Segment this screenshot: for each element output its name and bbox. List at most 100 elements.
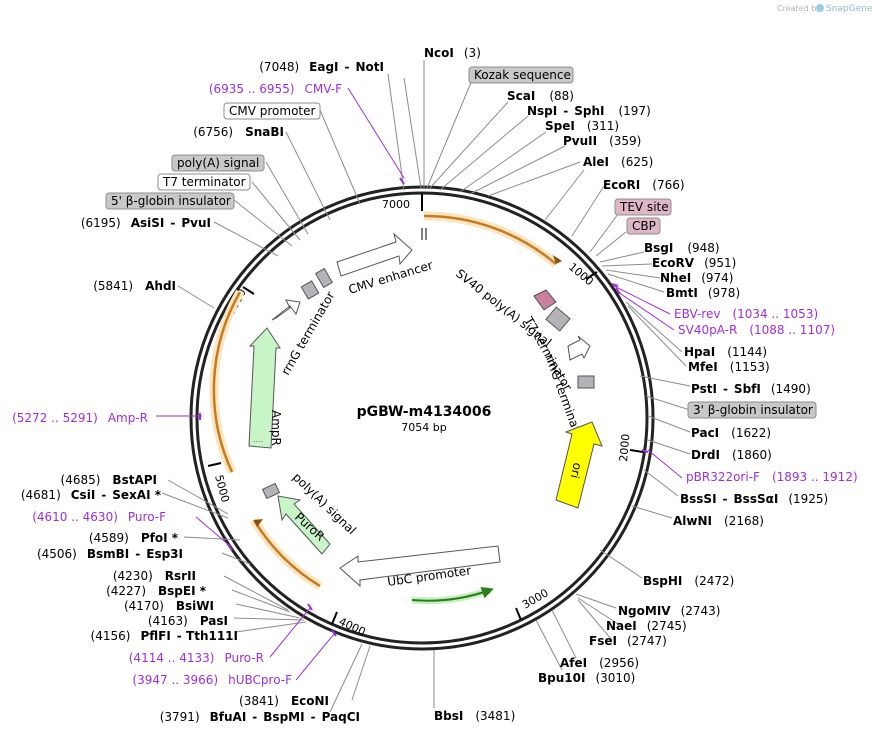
snapgene-watermark: Created by SnapGene [777,4,873,14]
primer-amp-r: (5272 .. 5291)Amp-R [12,411,148,425]
sv40-polya-box [533,289,557,311]
enzyme-bstapi: (4685)BstAPI [61,473,157,487]
primer-ebv-rev: EBV-rev(1034 .. 1053) [674,307,818,321]
enzyme-naei: NaeI(2745) [606,619,687,633]
tick-1000: 1000 [566,260,596,288]
enzyme-ecori: EcoRI(766) [603,178,685,192]
enzyme-psti-sbfi: PstI-SbfI(1490) [691,382,811,396]
enzyme-bmti: BmtI(978) [666,286,740,300]
ubc-promoter-arrow [339,545,501,588]
enzyme-alei: AleI(625) [583,155,653,169]
enzyme-bsiwi: (4170)BsiWI [124,599,214,613]
tick-5000: 5000 [212,473,232,503]
plasmid-name: pGBW-m4134006 [357,404,492,420]
enzyme-ahdi: (5841)AhdI [93,279,176,293]
ampr-label: AmpR [269,410,283,446]
tev-box [614,198,672,216]
enzyme-pvuii: PvuII(359) [563,134,641,148]
enzyme-ncoi: NcoI(3) [424,46,481,60]
enzyme-rsrii: (4230)RsrII [113,569,196,583]
enzyme-nhei: NheI(974) [660,271,733,285]
plasmid-length: 7054 bp [401,421,446,434]
ori-arrow [555,421,603,509]
kozak-box [468,66,574,84]
tick-7000: 7000 [382,198,410,211]
enzyme-csii-sexai: (4681)CsiI-SexAI * [21,488,162,502]
ori-label: ori [568,461,585,479]
orf-arc-lower-left [252,519,321,588]
enzyme-paci: PacI(1622) [691,426,771,440]
watermark-brand: SnapGene [826,4,873,14]
beta5-box [105,192,235,210]
enzyme-bsphi: BspHI(2472) [643,574,734,588]
primer-hubcpro-f: (3947 .. 3966)hUBCpro-F [132,673,292,687]
beta3-box [687,401,817,419]
rrng-terminator-right-arrow [567,335,591,361]
enzyme-bfuai: (3791)BfuAI-BspMI-PaqCI [160,710,360,724]
enzyme-pfoi: (4589)PfoI * [89,531,179,545]
primer-puro-r: (4114 .. 4133)Puro-R [129,651,264,665]
cbp-label: CBP [632,219,656,233]
enzyme-drdi: DrdI(1860) [691,448,772,462]
enzyme-hpai: HpaI(1144) [684,345,767,359]
tick-3000: 3000 [520,586,551,611]
enzyme-asisi-pvui: (6195)AsiSI-PvuI [81,216,211,230]
t7-label: T7 terminator [162,175,246,189]
enzyme-scai: ScaI(88) [507,89,574,103]
leader-lines [161,60,691,713]
orf-arc-top-right [423,214,557,265]
t7-box-label [157,173,251,191]
polya-lower-box [261,482,281,500]
cmv-promoter-box [223,102,321,120]
enzyme-bspei: (4227)BspEI * [106,584,207,598]
enzyme-spei: SpeI(311) [545,119,619,133]
beta3-label: 3' β-globin insulator [693,403,813,417]
primer-puro-f: (4610 .. 4630)Puro-F [32,510,166,524]
t7-terminator-box [314,267,334,289]
enzyme-bsmbi-esp3i: (4506)BsmBI-Esp3I [37,547,183,561]
enzyme-pasi: (4163)PasI [148,614,228,628]
beta5-label: 5' β-globin insulator [111,194,231,208]
cbp-box [626,217,661,235]
snapgene-logo-icon [816,4,824,12]
polya-label: poly(A) signal [177,156,259,170]
orf-arc-left [212,291,242,473]
puror-arrow [277,495,331,555]
enzyme-nspi-sphi: NspI-SphI(197) [527,104,651,118]
enzyme-mfei: MfeI(1153) [688,360,770,374]
enzyme-bbsi: BbsI(3481) [434,709,515,723]
enzyme-fsei: FseI(2747) [589,634,667,648]
t7-terminator-right-box [545,306,571,332]
enzyme-bsgi: BsgI(948) [644,241,720,255]
enzyme-snabi: (6756)SnaBI [193,125,284,139]
tick-2000: 2000 [617,433,632,462]
enzyme-eagi-noti: (7048)EagI-NotI [259,60,384,74]
enzyme-labels-right: NcoI(3) ScaI(88) NspI-SphI(197) SpeI(311… [424,46,828,723]
primer-sv40pa-r: SV40pA-R(1088 .. 1107) [678,323,835,337]
primer-marks [199,177,649,637]
cmv-enhancer-arrow [336,232,413,277]
boxed-labels: Kozak sequence CMV promoter poly(A) sign… [105,66,817,419]
enzyme-alwni: AlwNI(2168) [673,514,764,528]
orf-arrow-head [553,255,562,264]
primer-leaders [156,87,683,681]
watermark-created-by: Created by [777,4,821,13]
enzyme-pflfi-tth111i: (4156)PflFI-Tth111I [91,629,238,643]
rrng-terminator-right-box [577,375,595,389]
green-arc [411,587,494,602]
backbone-inner-ring [195,191,649,645]
enzyme-bsssi: BssSI-BssSαI(1925) [680,492,828,506]
enzyme-bpu10i: Bpu10I(3010) [538,671,635,685]
tev-label: TEV site [619,200,669,214]
kozak-label: Kozak sequence [474,68,571,82]
enzyme-labels-left: (7048)EagI-NotI (6756)SnaBI (6195)AsiSI-… [21,60,384,724]
primer-pbr322ori-f: pBR322ori-F(1893 .. 1912) [686,470,858,484]
ampr-ellipsis: .... [253,435,263,444]
enzyme-ngomiv: NgoMIV(2743) [618,604,720,618]
enzyme-ecorv: EcoRV(951) [652,256,736,270]
polya-box-label [171,154,265,172]
poly-a-box [300,280,320,300]
primer-labels: (6935 .. 6955)CMV-F (5272 .. 5291)Amp-R … [12,82,858,687]
enzyme-econi: (3841)EcoNI [239,694,329,708]
